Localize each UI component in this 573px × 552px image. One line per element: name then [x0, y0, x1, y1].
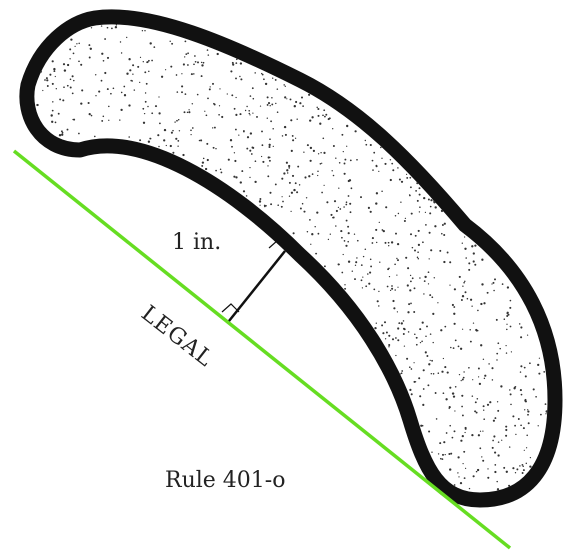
stipple-texture	[36, 24, 548, 491]
rule-caption: Rule 401-o	[165, 468, 285, 493]
measurement-line	[228, 250, 286, 322]
right-angle-marker-top	[268, 239, 289, 249]
measurement-label: 1 in.	[172, 230, 221, 255]
legal-boundary-line	[12, 149, 512, 550]
right-angle-marker-bottom	[221, 303, 240, 313]
stippled-curved-object	[19, 9, 563, 508]
legal-line-label: LEGAL	[136, 301, 217, 372]
